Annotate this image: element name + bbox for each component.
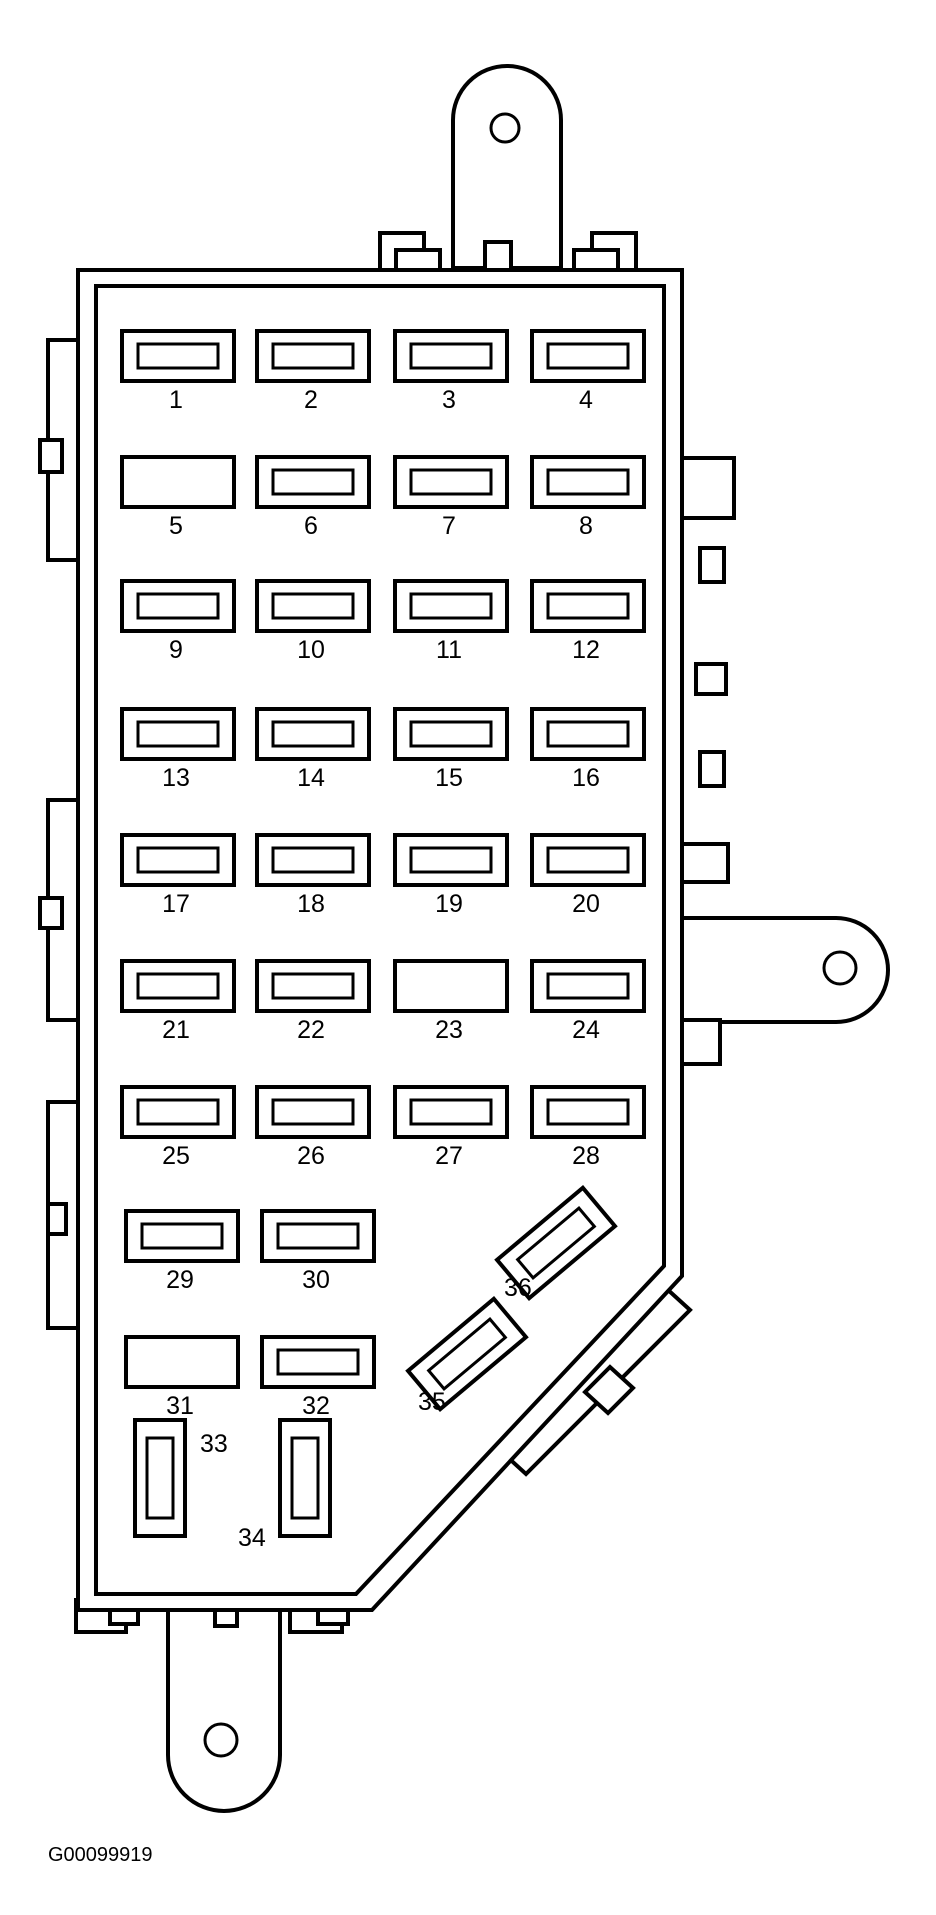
fuse-label: 3	[442, 386, 456, 414]
fuse-12: 12	[530, 579, 646, 664]
fuse-label: 12	[572, 636, 600, 664]
fuse-label: 17	[162, 890, 190, 918]
top-clips	[378, 231, 638, 274]
fuse-label: 11	[436, 636, 462, 664]
fuse-label: 7	[442, 512, 456, 540]
fuse-27: 27	[393, 1085, 509, 1170]
fuse-17: 17	[120, 833, 236, 918]
fuse-8: 8	[530, 455, 646, 540]
fuse-label: 18	[297, 890, 325, 918]
fuse-label: 16	[572, 764, 600, 792]
fuse-19: 19	[393, 833, 509, 918]
fuse-10: 10	[255, 579, 371, 664]
fuse-31: 31	[124, 1335, 240, 1420]
fuse-11: 11	[393, 579, 509, 664]
bottom-mounting-tab	[166, 1603, 282, 1813]
fuse-label: 24	[572, 1016, 600, 1044]
fuse-label: 6	[304, 512, 318, 540]
fuse-label: 5	[169, 512, 183, 540]
fuse-35: 35	[405, 1296, 529, 1416]
fuse-label: 27	[435, 1142, 463, 1170]
fuse-label: 35	[418, 1388, 446, 1416]
fuse-15: 15	[393, 707, 509, 792]
fuse-label: 1	[169, 386, 183, 414]
fuse-label: 25	[162, 1142, 190, 1170]
fuse-22: 22	[255, 959, 371, 1044]
fuse-25: 25	[120, 1085, 236, 1170]
fuse-label: 21	[162, 1016, 190, 1044]
fuse-7: 7	[393, 455, 509, 540]
fuse-13: 13	[120, 707, 236, 792]
fuse-label: 19	[435, 890, 463, 918]
fuse-16: 16	[530, 707, 646, 792]
fuse-label: 22	[297, 1016, 325, 1044]
fuse-6: 6	[255, 455, 371, 540]
fuse-label: 13	[162, 764, 190, 792]
fuse-label: 4	[579, 386, 593, 414]
fuse-label: 34	[238, 1524, 266, 1552]
top-mounting-tab	[451, 64, 563, 270]
fuse-label: 20	[572, 890, 600, 918]
fuse-label: 33	[200, 1430, 228, 1458]
fuse-2: 2	[255, 329, 371, 414]
fuse-label: 14	[297, 764, 325, 792]
right-mounting-tab	[678, 916, 890, 1024]
fuse-18: 18	[255, 833, 371, 918]
fuse-34: 34	[238, 1418, 332, 1552]
fuse-label: 36	[504, 1274, 532, 1302]
fuse-20: 20	[530, 833, 646, 918]
fuse-9: 9	[120, 579, 236, 664]
fuse-1: 1	[120, 329, 236, 414]
fuse-label: 32	[302, 1392, 330, 1420]
fuse-label: 9	[169, 636, 183, 664]
fuse-30: 30	[260, 1209, 376, 1294]
fuse-24: 24	[530, 959, 646, 1044]
fuse-21: 21	[120, 959, 236, 1044]
fuse-label: 23	[435, 1016, 463, 1044]
fuse-label: 29	[166, 1266, 194, 1294]
left-clips	[38, 338, 80, 1330]
fuse-14: 14	[255, 707, 371, 792]
fuse-5: 5	[120, 455, 236, 540]
fuse-3: 3	[393, 329, 509, 414]
fuse-32: 32	[260, 1335, 376, 1420]
fuse-label: 2	[304, 386, 318, 414]
fuse-label: 30	[302, 1266, 330, 1294]
fuse-label: 8	[579, 512, 593, 540]
fuse-label: 10	[297, 636, 325, 664]
fuse-label: 28	[572, 1142, 600, 1170]
fuse-33: 33	[133, 1418, 228, 1538]
fuse-label: 26	[297, 1142, 325, 1170]
fuse-36: 36	[494, 1185, 618, 1302]
fuse-4: 4	[530, 329, 646, 414]
fuse-28: 28	[530, 1085, 646, 1170]
fuse-26: 26	[255, 1085, 371, 1170]
figure-id: G00099919	[48, 1844, 153, 1866]
fuse-label: 31	[166, 1392, 194, 1420]
fuse-29: 29	[124, 1209, 240, 1294]
fuse-23: 23	[393, 959, 509, 1044]
fuse-label: 15	[435, 764, 463, 792]
